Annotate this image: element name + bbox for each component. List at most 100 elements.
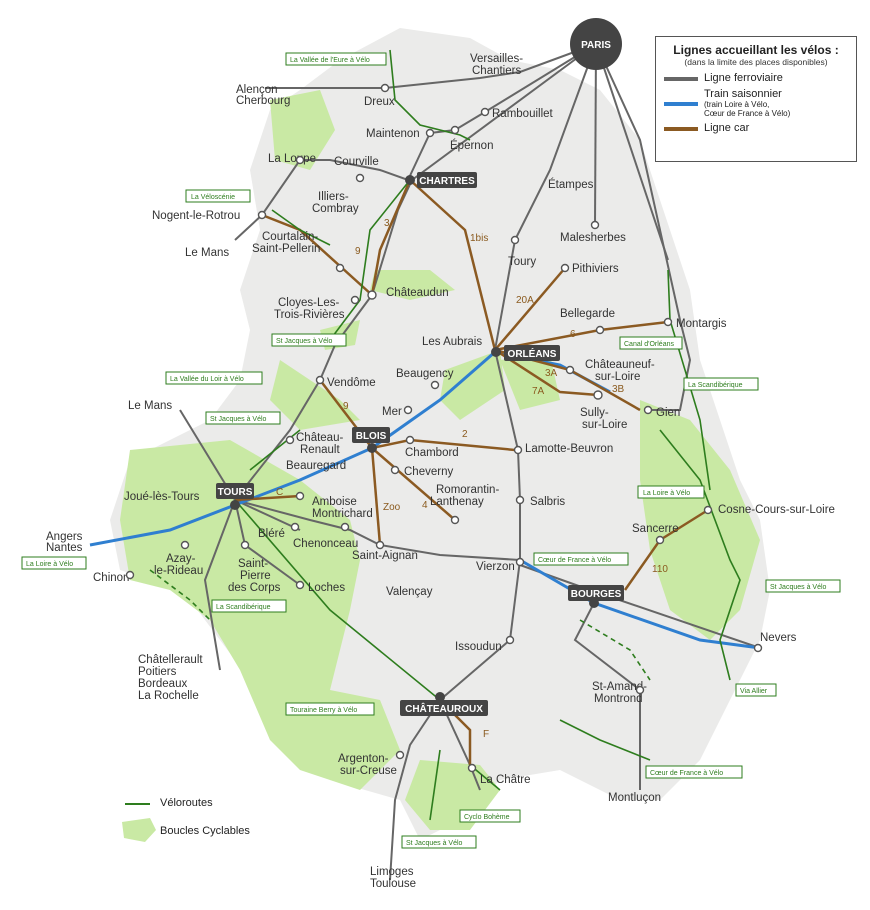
legend-boucles: Boucles Cyclables <box>160 825 250 837</box>
city-lachatre: La Châtre <box>480 774 531 786</box>
veloroute-tag: Cœur de France à Vélo <box>645 765 743 779</box>
city-gien: Gien <box>656 407 680 419</box>
city-toulouse: Toulouse <box>370 878 416 890</box>
city-cheverny: Cheverny <box>404 466 453 478</box>
city-azay-2: le-Rideau <box>154 565 203 577</box>
bus-label: 4 <box>422 500 428 511</box>
city-romorantin-2: Lanthenay <box>430 496 484 508</box>
hub-nodes <box>216 18 624 716</box>
rail-swatch <box>664 76 698 81</box>
bus-numbers: 1bis 3 9 20A 6 3A 3B 7A 9 2 C 4 Zoo 110 … <box>276 218 668 740</box>
city-bellegarde: Bellegarde <box>560 308 615 320</box>
city-chateaudun: Châteaudun <box>386 287 449 299</box>
city-laloupe: La Loupe <box>268 153 316 165</box>
city-alencon: Alençon <box>236 84 278 96</box>
city-labels: Alençon Cherbourg Dreux Versailles- Chan… <box>46 53 835 890</box>
city-courville: Courville <box>334 156 379 168</box>
city-saintaignan: Saint-Aignan <box>352 550 418 562</box>
svg-text:Via Allier: Via Allier <box>740 688 768 695</box>
city-saintpierre: Saint- <box>238 558 268 570</box>
svg-text:La Loire à Vélo: La Loire à Vélo <box>643 490 690 497</box>
city-saintpierre-3: des Corps <box>228 582 281 594</box>
hub-blois: BLOIS <box>356 431 387 442</box>
city-chateaurenault-2: Renault <box>300 444 340 456</box>
city-epernon: Épernon <box>450 139 493 152</box>
city-maintenon: Maintenon <box>366 128 420 140</box>
city-lesaubrais: Les Aubrais <box>422 336 482 348</box>
city-lemans-1: Le Mans <box>185 247 229 259</box>
bus-label: 3A <box>545 368 558 379</box>
city-toury: Toury <box>508 256 536 268</box>
city-versailles-2: Chantiers <box>472 65 521 77</box>
legend-seasonal: Train saisonnier (train Loire à Vélo, Cœ… <box>664 89 848 118</box>
bus-label: 7A <box>532 386 545 397</box>
svg-text:St Jacques à Vélo: St Jacques à Vélo <box>406 840 463 847</box>
svg-text:Cœur de France à Vélo: Cœur de France à Vélo <box>538 557 611 564</box>
boucle-swatch <box>122 818 156 842</box>
city-azay: Azay- <box>166 553 196 565</box>
city-malesherbes: Malesherbes <box>560 232 626 244</box>
map-legend: Lignes accueillant les vélos : (dans la … <box>655 36 857 162</box>
veloroute-tag: La Loire à Vélo <box>21 556 87 570</box>
svg-text:La Scandibérique: La Scandibérique <box>688 382 743 389</box>
veloroute-tag: La Loire à Vélo <box>637 485 705 499</box>
city-chambord: Chambord <box>405 447 459 459</box>
bus-label: 1bis <box>470 233 488 244</box>
legend-title: Lignes accueillant les vélos : <box>673 43 839 57</box>
city-cloyes-2: Trois-Rivières <box>274 309 345 321</box>
veloroutes <box>149 49 741 821</box>
city-stamand: St-Amand- <box>592 681 647 693</box>
city-argenton-2: sur-Creuse <box>340 765 397 777</box>
station-dots <box>125 83 763 773</box>
city-chateaurenault: Château- <box>296 432 343 444</box>
bus-label: 2 <box>462 429 468 440</box>
city-loches: Loches <box>308 582 345 594</box>
city-chateauneuf: Châteauneuf- <box>585 359 655 371</box>
city-salbris: Salbris <box>530 496 565 508</box>
veloroute-tag: Cœur de France à Vélo <box>533 552 629 566</box>
svg-text:Canal d'Orléans: Canal d'Orléans <box>624 341 674 348</box>
svg-text:La Loire à Vélo: La Loire à Vélo <box>26 561 73 568</box>
city-lamotte: Lamotte-Beuvron <box>525 443 613 455</box>
city-pithiviers: Pithiviers <box>572 263 619 275</box>
city-larochelle: La Rochelle <box>138 690 199 702</box>
veloroute-tag: La Vallée de l'Eure à Vélo <box>285 52 387 66</box>
bus-label: Zoo <box>383 502 401 513</box>
hub-chartres: CHARTRES <box>419 176 475 187</box>
legend-rail: Ligne ferroviaire <box>664 73 848 84</box>
veloroute-tag: Via Allier <box>735 683 777 697</box>
city-etampes: Étampes <box>548 178 594 191</box>
veloroute-tag: Touraine Berry à Vélo <box>285 702 375 716</box>
city-nantes: Nantes <box>46 542 83 554</box>
city-illiers-2: Combray <box>312 203 359 215</box>
svg-text:Cyclo Bohème: Cyclo Bohème <box>464 814 510 821</box>
city-saintpierre-2: Pierre <box>240 570 271 582</box>
bus-label: 3B <box>612 384 625 395</box>
hub-paris: PARIS <box>581 40 611 51</box>
city-cherbourg: Cherbourg <box>236 95 290 107</box>
bus-label: 110 <box>652 564 668 575</box>
hub-bourges: BOURGES <box>571 589 622 600</box>
bus-label: 3 <box>384 218 390 229</box>
city-versailles: Versailles- <box>470 53 523 65</box>
city-chateauneuf-2: sur-Loire <box>595 371 640 383</box>
legend-subtitle: (dans la limite des places disponibles) <box>684 57 828 67</box>
city-dreux: Dreux <box>364 96 395 108</box>
city-nogent: Nogent-le-Rotrou <box>152 210 240 222</box>
city-blere: Bléré <box>258 528 285 540</box>
svg-text:St Jacques à Vélo: St Jacques à Vélo <box>770 584 827 591</box>
veloroute-tag: La Vallée du Loir à Vélo <box>165 371 263 385</box>
city-courtalain-2: Saint-Pellerin <box>252 243 320 255</box>
veloroute-tag: St Jacques à Vélo <box>271 333 347 347</box>
svg-text:La Vallée de l'Eure à Vélo: La Vallée de l'Eure à Vélo <box>290 57 370 64</box>
city-courtalain: Courtalain- <box>262 231 318 243</box>
city-nevers: Nevers <box>760 632 797 644</box>
city-lemans-2: Le Mans <box>128 400 172 412</box>
city-chinon: Chinon <box>93 572 129 584</box>
city-vierzon: Vierzon <box>476 561 515 573</box>
car-swatch <box>664 126 698 131</box>
city-montrichard: Montrichard <box>312 508 373 520</box>
city-sully-2: sur-Loire <box>582 419 627 431</box>
city-romorantin: Romorantin- <box>436 484 499 496</box>
